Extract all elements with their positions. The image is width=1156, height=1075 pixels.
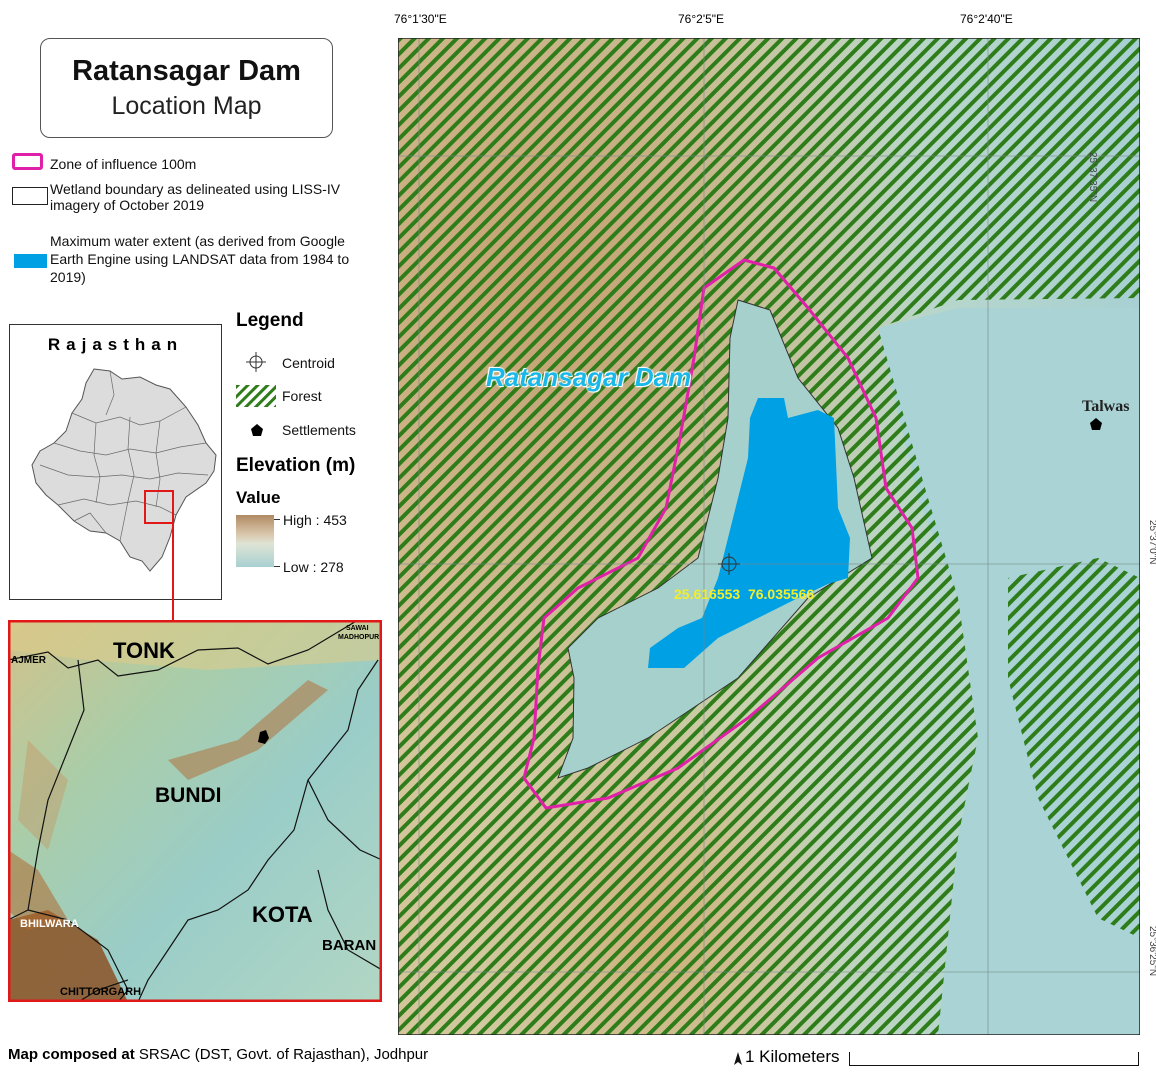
label-ajmer: AJMER [11,655,47,666]
wetland-swatch [12,187,48,205]
label-sawai: SAWAI [346,625,369,632]
composed-rest: SRSAC (DST, Govt. of Rajasthan), Jodhpur [138,1046,429,1063]
scale-bar [849,1052,1139,1066]
inset-connector [172,522,174,620]
right-tick-2: 25°37'0"N [1147,520,1156,565]
wetland-label-2: imagery of October 2019 [50,197,205,213]
top-tick-3: 76°2'40"E [960,12,1013,26]
centroid-coords: 25.616553 76.035566 [674,586,815,602]
legend-forest: Forest [282,388,322,404]
label-bundi: BUNDI [155,784,222,807]
north-arrow-icon [734,1052,742,1065]
map-subtitle: Location Map [111,92,262,120]
label-chittorgarh: CHITTORGARH [60,986,142,998]
map-centroid-icon [718,553,740,575]
talwas-label: Talwas [1082,398,1130,415]
right-tick-3: 25°36'25"N [1147,926,1156,977]
label-baran: BARAN [322,937,377,954]
title-box: Ratansagar Dam Location Map [40,38,333,138]
label-tonk: TONK [113,638,175,663]
legend-title: Legend [236,310,304,331]
composed-credit: Map composed at SRSAC (DST, Govt. of Raj… [8,1046,428,1063]
zone-swatch [12,153,43,170]
rajasthan-outline [31,368,217,572]
main-map [398,38,1140,1035]
value-title: Value [236,488,281,507]
water-swatch [14,254,47,268]
legend-settlements: Settlements [282,422,356,438]
water-label-2: Earth Engine using LANDSAT data from 198… [50,251,350,267]
scale-label: 1 Kilometers [745,1047,840,1066]
centroid-icon [246,352,266,372]
elevation-ramp [236,515,274,567]
legend-centroid: Centroid [282,355,335,371]
water-label-1: Maximum water extent (as derived from Go… [50,233,345,249]
wetland-label-1: Wetland boundary as delineated using LIS… [50,181,341,197]
label-madhopur: MADHOPUR [338,634,380,641]
composed-bold: Map composed at [8,1046,135,1063]
ramp-tick-low [274,566,280,567]
elevation-title: Elevation (m) [236,455,356,476]
legend-low: Low : 278 [283,559,344,575]
zone-label: Zone of influence 100m [50,156,197,172]
right-tick-1: 25°37'35"N [1087,152,1098,203]
water-label-3: 2019) [50,269,86,285]
label-bhilwara: BHILWARA [20,918,79,930]
top-tick-2: 76°2'5"E [678,12,725,26]
map-title: Ratansagar Dam [72,55,301,87]
district-inset [8,620,382,1002]
forest-swatch [236,385,276,407]
label-kota: KOTA [252,902,313,927]
rajasthan-title: Rajasthan [47,335,184,354]
talwas-settlement-icon [1090,418,1102,430]
top-tick-1: 76°1'30"E [394,12,447,26]
dam-label: Ratansagar Dam [486,362,692,392]
rajasthan-inset: Rajasthan [9,324,222,600]
ramp-tick-high [274,519,280,520]
legend-high: High : 453 [283,512,347,528]
settlement-icon [251,424,263,436]
